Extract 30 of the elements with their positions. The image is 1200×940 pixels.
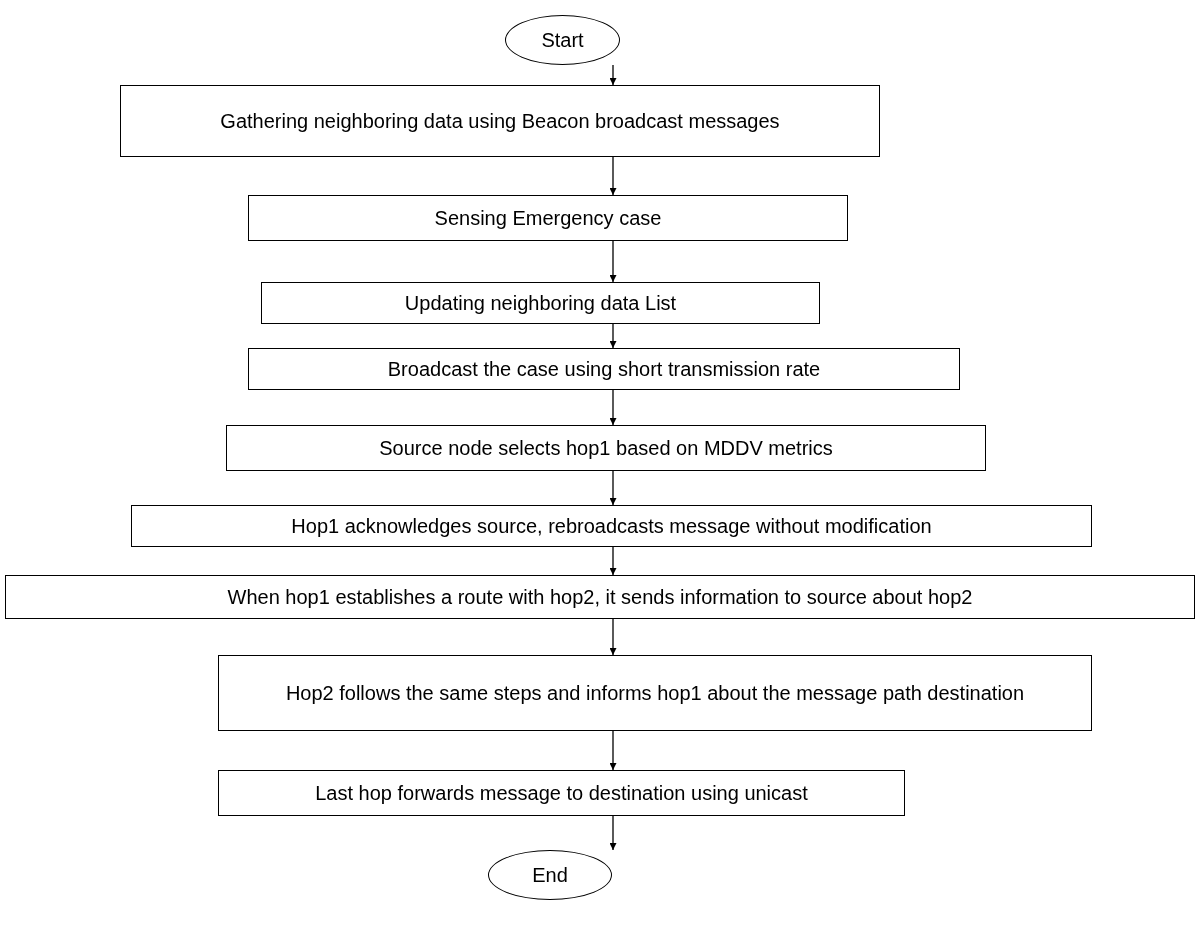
step-text: Hop1 acknowledges source, rebroadcasts message without modification (291, 513, 932, 539)
arrow (609, 323, 617, 349)
arrow (609, 730, 617, 771)
step-text: Last hop forwards message to destination using unicast (315, 780, 808, 806)
arrow (609, 815, 617, 851)
process-box (248, 348, 960, 390)
step-text: Source node selects hop1 based on MDDV metrics (379, 435, 833, 461)
arrow (609, 240, 617, 283)
process-box (248, 195, 848, 241)
process-box (131, 505, 1092, 547)
step-text: Updating neighboring data List (404, 290, 677, 316)
arrow (609, 156, 617, 196)
arrow (609, 389, 617, 426)
step-text: Gathering neighboring data using Beacon broadcast messages (220, 108, 780, 134)
step-text: Sensing Emergency case (434, 205, 662, 231)
process-box (120, 85, 880, 157)
step-text: End (532, 862, 568, 888)
arrow (609, 618, 617, 656)
process-box (226, 425, 986, 471)
process-box (261, 282, 820, 324)
process-box (218, 770, 905, 816)
process-box (218, 655, 1092, 731)
step-text: Start (541, 27, 584, 53)
step-text: Hop2 follows the same steps and informs hop1 about the message path destination (285, 680, 1025, 706)
arrow (609, 470, 617, 506)
process-box (5, 575, 1195, 619)
arrow (609, 546, 617, 576)
arrow (609, 64, 617, 86)
step-text: When hop1 establishes a route with hop2, it sends information to source about hop2 (227, 584, 973, 610)
step-text: Broadcast the case using short transmission rate (387, 356, 821, 382)
